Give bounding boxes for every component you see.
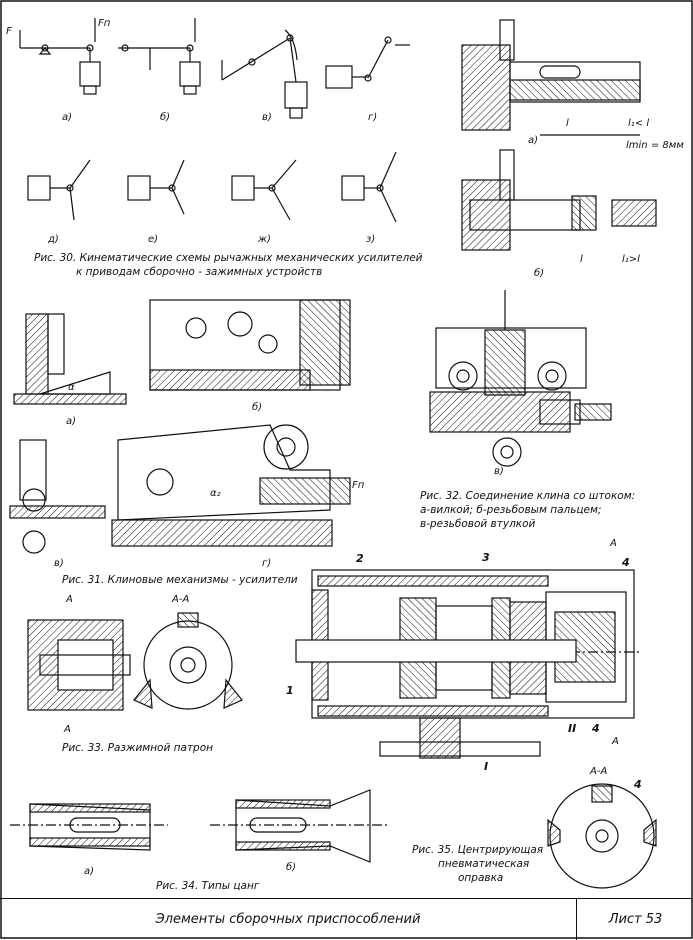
title-block: Элементы сборочных приспособлений Лист 5… bbox=[0, 898, 693, 940]
caption-fig32: Рис. 32. Соединение клина со штоком: bbox=[420, 490, 636, 502]
symbol-section-a-top: А bbox=[66, 594, 73, 605]
caption-fig35: Рис. 35. Центрирующая bbox=[412, 844, 544, 856]
fig32-wedge-connection bbox=[429, 19, 657, 467]
caption-fig31: Рис. 31. Клиновые механизмы - усилители bbox=[62, 574, 298, 586]
symbol-l-b: l bbox=[580, 254, 583, 265]
symbol-Fn: Fп bbox=[98, 18, 111, 29]
label-32b: б) bbox=[534, 268, 545, 279]
callout-I: I bbox=[484, 760, 489, 773]
symbol-Fn-31g: Fп bbox=[352, 480, 365, 491]
callout-3: 3 bbox=[482, 551, 490, 564]
caption-fig33: Рис. 33. Разжимной патрон bbox=[62, 742, 214, 754]
symbol-section-a-35-bottom: А bbox=[612, 736, 619, 747]
caption-fig35-line3: оправка bbox=[458, 872, 504, 884]
callout-4-bottom: 4 bbox=[592, 722, 600, 735]
symbol-section-a-35-top: А bbox=[610, 538, 617, 549]
label-30v: в) bbox=[262, 112, 272, 123]
symbol-l1-gt-l: l₁>l bbox=[622, 254, 640, 265]
label-30e: е) bbox=[148, 234, 159, 245]
symbol-section-aa-35: А-А bbox=[590, 766, 608, 777]
label-30z: з) bbox=[366, 234, 376, 245]
label-30a: а) bbox=[62, 112, 73, 123]
caption-fig35-line2: пневматическая bbox=[438, 858, 530, 870]
caption-fig30-line2: к приводам сборочно - зажимных устройств bbox=[76, 266, 323, 278]
symbol-F: F bbox=[6, 26, 12, 37]
caption-fig34: Рис. 34. Типы цанг bbox=[156, 880, 260, 892]
sheet-number: Лист 53 bbox=[608, 912, 663, 927]
fig31-wedge-mechanisms bbox=[9, 299, 351, 554]
callout-2: 2 bbox=[356, 552, 364, 565]
fig30-lever-schemes bbox=[19, 18, 410, 223]
symbol-alpha2: α₂ bbox=[210, 488, 221, 499]
label-30g: г) bbox=[368, 112, 378, 123]
label-31a: а) bbox=[66, 416, 77, 427]
label-34b: б) bbox=[286, 862, 297, 873]
label-31g: г) bbox=[262, 558, 272, 569]
symbol-l-a: l bbox=[566, 118, 569, 129]
label-31v: в) bbox=[54, 558, 64, 569]
label-31b: б) bbox=[252, 402, 263, 413]
fig35-pneumatic-mandrel bbox=[295, 569, 657, 889]
label-30b: б) bbox=[160, 112, 171, 123]
label-30d: д) bbox=[48, 234, 59, 245]
caption-fig30: Рис. 30. Кинематические схемы рычажных м… bbox=[34, 252, 423, 264]
symbol-l1-lt-l: l₁< l bbox=[628, 118, 650, 129]
label-32v: в) bbox=[494, 466, 504, 477]
label-34a: а) bbox=[84, 866, 95, 877]
label-30zh: ж) bbox=[258, 234, 271, 245]
symbol-lmin: lmin = 8мм bbox=[626, 140, 684, 151]
label-32a: а) bbox=[528, 135, 539, 146]
sheet-title: Элементы сборочных приспособлений bbox=[0, 899, 577, 940]
caption-fig32-line3: в-резьбовой втулкой bbox=[420, 518, 536, 530]
caption-fig32-line2: а-вилкой; б-резьбовым пальцем; bbox=[420, 504, 602, 516]
callout-4-section: 4 bbox=[634, 778, 642, 791]
callout-4-top: 4 bbox=[622, 556, 630, 569]
symbol-alpha: α bbox=[68, 382, 75, 393]
symbol-section-aa: А-А bbox=[172, 594, 190, 605]
symbol-section-a-bottom: А bbox=[64, 724, 71, 735]
callout-II: II bbox=[568, 722, 577, 735]
fig33-expanding-chuck bbox=[27, 612, 243, 711]
callout-1: 1 bbox=[286, 684, 294, 697]
fig34-collets bbox=[10, 789, 390, 863]
